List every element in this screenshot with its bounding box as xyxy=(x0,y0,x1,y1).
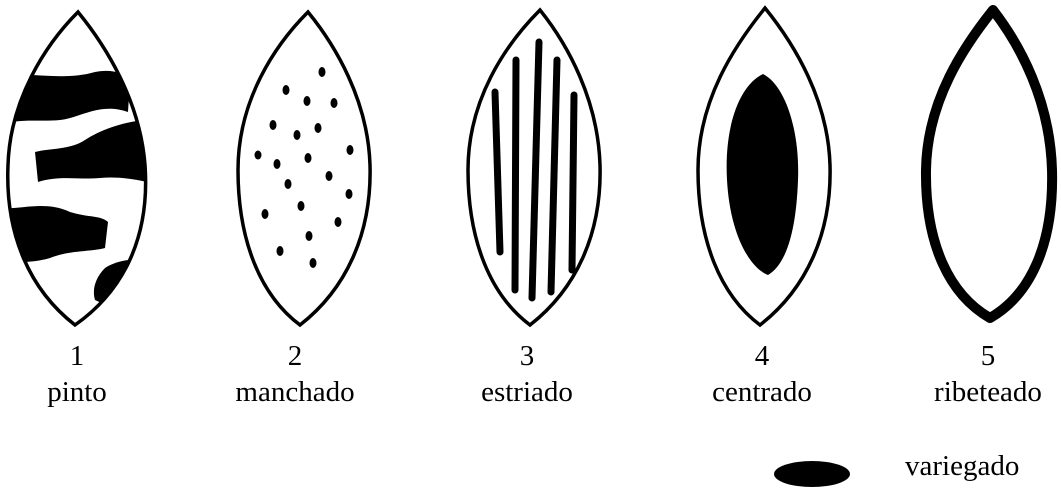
pattern-1-name: pinto xyxy=(0,376,167,408)
variegado-swatch xyxy=(774,461,850,487)
pattern-4-name: centrado xyxy=(672,376,852,408)
seed-manchado xyxy=(238,12,370,325)
pattern-3-number: 3 xyxy=(437,340,617,372)
seed-centrado xyxy=(698,8,830,325)
seed-pinto xyxy=(0,12,160,330)
pattern-2-name: manchado xyxy=(205,376,385,408)
pattern-5-name: ribeteado xyxy=(898,376,1061,408)
pattern-2-number: 2 xyxy=(205,340,385,372)
pattern-5-number: 5 xyxy=(898,340,1061,372)
pattern-1-number: 1 xyxy=(0,340,167,372)
centrado-center xyxy=(727,74,799,275)
pinto-band-2 xyxy=(35,120,160,185)
estriado-stripes xyxy=(495,42,574,298)
seed-ribeteado xyxy=(926,10,1052,318)
manchado-outline xyxy=(238,12,370,325)
pinto-band-1 xyxy=(0,71,130,125)
pattern-4-number: 4 xyxy=(672,340,852,372)
pattern-3-name: estriado xyxy=(437,376,617,408)
ribeteado-outline xyxy=(926,10,1052,318)
manchado-spots xyxy=(255,67,354,268)
seed-estriado xyxy=(468,10,600,325)
legend-variegado-label: variegado xyxy=(905,450,1019,482)
